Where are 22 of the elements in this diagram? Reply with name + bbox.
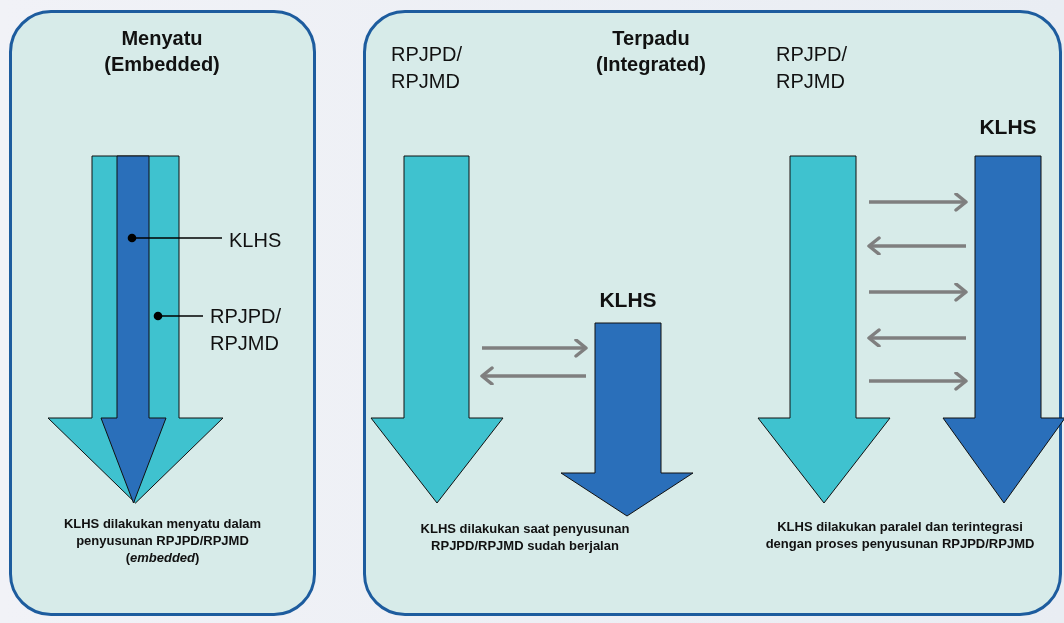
arrow-label: KLHS	[598, 287, 658, 313]
rounded-panel	[9, 10, 316, 616]
arrow-label: RPJPD/ RPJMD	[776, 42, 849, 94]
arrow	[482, 338, 588, 358]
arrow	[867, 236, 966, 256]
panel-heading: Menyatu (Embedded)	[103, 26, 221, 77]
leader-line	[127, 233, 223, 243]
arrow	[869, 371, 968, 391]
arrow	[869, 282, 968, 302]
leader-text: RPJPD/ RPJMD	[210, 303, 298, 357]
caption-text: KLHS dilakukan saat penyusunan RPJPD/RPJMD sudah berjalan	[419, 520, 631, 554]
arrow	[867, 328, 966, 348]
arrow-label: KLHS	[978, 114, 1038, 140]
rounded-panel	[363, 10, 1062, 616]
leader-text: KLHS	[229, 227, 289, 254]
panel-heading: Terpadu (Integrated)	[595, 26, 707, 77]
leader-line	[153, 311, 204, 321]
arrow	[869, 192, 968, 212]
caption-text: KLHS dilakukan menyatu dalam penyusunan RPJPD/RPJMD (embedded)	[62, 515, 263, 566]
arrow	[480, 366, 586, 386]
arrow-label: RPJPD/ RPJMD	[391, 42, 464, 94]
caption-text: KLHS dilakukan paralel dan terintegrasi dengan proses penyusunan RPJPD/RPJMD	[764, 518, 1036, 552]
